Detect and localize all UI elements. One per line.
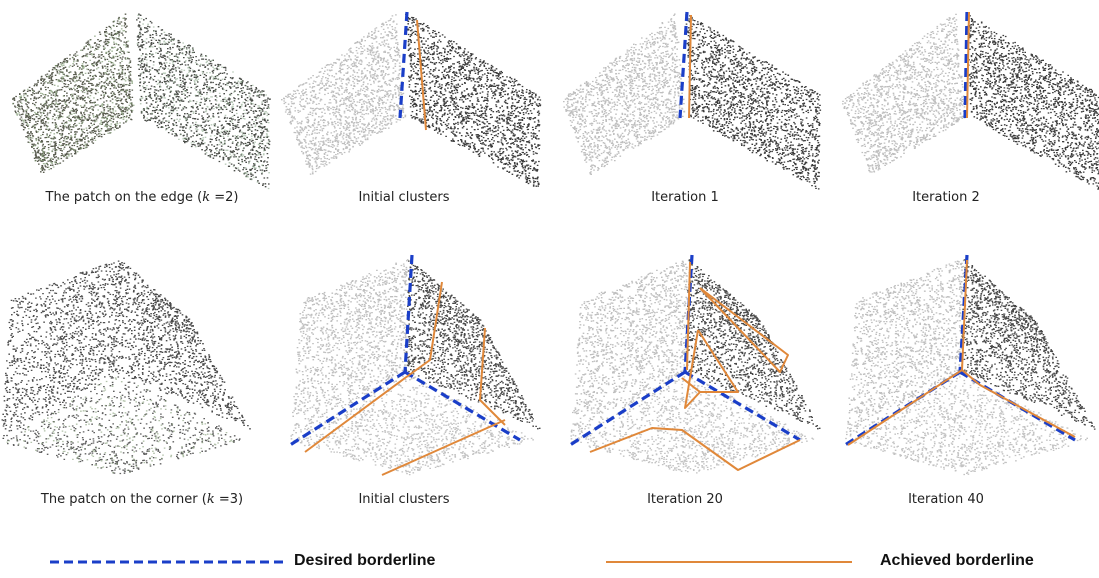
corner-panel-2	[289, 254, 541, 476]
edge-panel-1	[12, 13, 271, 190]
caption-initial-clusters-edge: Initial clusters	[358, 190, 450, 205]
caption-corner-patch: The patch on the corner (k =3)	[40, 492, 244, 507]
edge-panel-2	[281, 11, 542, 187]
corner-panel-4	[844, 254, 1096, 476]
caption-iteration-1: Iteration 1	[651, 190, 719, 205]
caption-edge-patch: The patch on the edge (k =2)	[45, 190, 239, 205]
caption-iteration-40: Iteration 40	[908, 492, 984, 507]
edge-panel-4	[842, 11, 1099, 190]
legend-desired-label: Desired borderline	[294, 552, 436, 569]
legend-desired-swatch	[50, 560, 286, 564]
corner-panel-1	[1, 260, 251, 475]
caption-iteration-2: Iteration 2	[912, 190, 980, 205]
legend-achieved-swatch	[606, 561, 852, 563]
legend-achieved-label: Achieved borderline	[880, 552, 1034, 569]
caption-iteration-20: Iteration 20	[647, 492, 723, 507]
caption-initial-clusters-corner: Initial clusters	[358, 492, 450, 507]
edge-panel-3	[563, 11, 822, 190]
corner-panel-3	[569, 254, 821, 474]
